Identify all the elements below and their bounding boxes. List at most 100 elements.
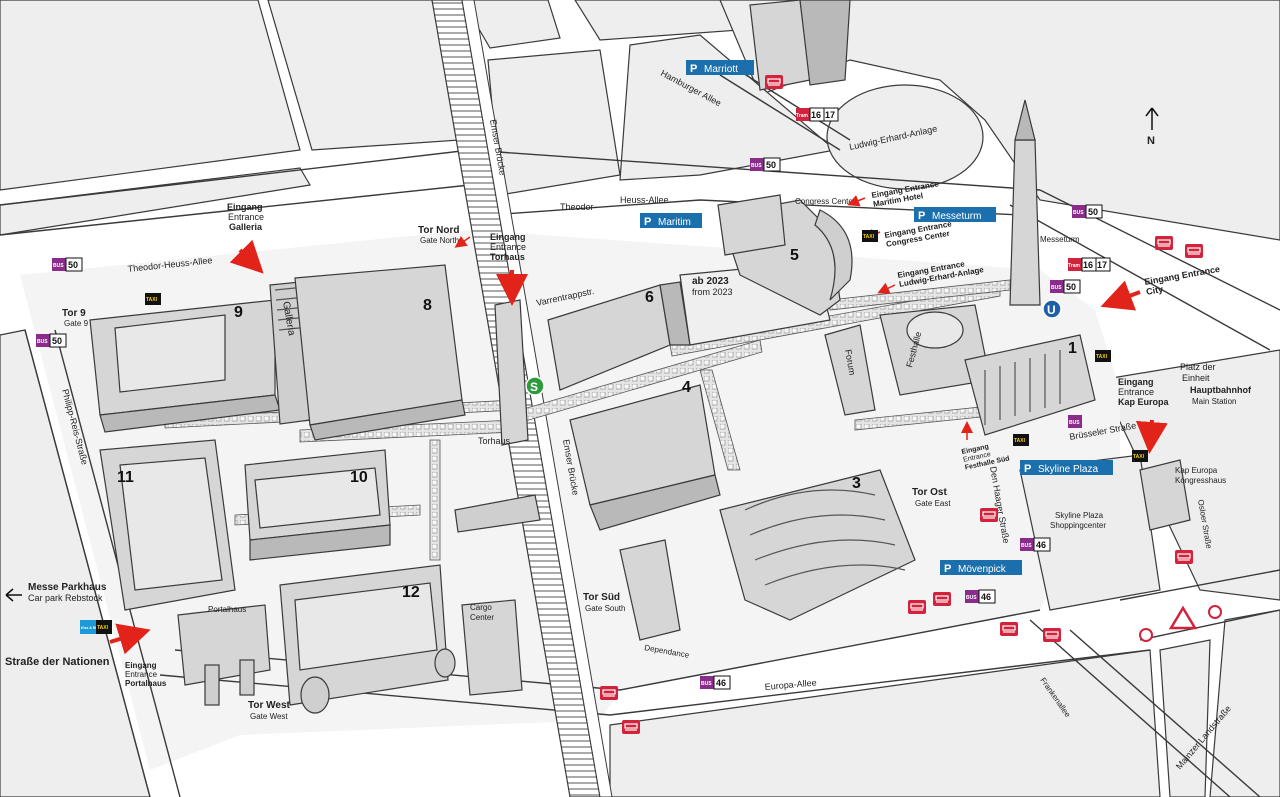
taxi-word: TAXI	[97, 625, 109, 631]
tor-nord-en: Gate North	[420, 236, 459, 245]
skyline-l2: Shoppingcenter	[1050, 521, 1106, 530]
kap-europa-entrance-l1: Eingang	[1118, 377, 1154, 387]
hall-8-number: 8	[423, 297, 432, 314]
hotel-bed-icon	[932, 591, 952, 607]
bus-stop-50[interactable]: BUS 50	[1050, 279, 1081, 294]
u-bahn-icon	[1042, 299, 1062, 319]
s-bahn-station[interactable]: S	[525, 376, 545, 396]
car-park-rebstock[interactable]: Messe Parkhaus Car park Rebstock	[5, 582, 107, 603]
taxi-icon	[145, 293, 161, 305]
bus-word: BUS	[37, 339, 48, 345]
parking-maritim-label: Maritim	[658, 217, 691, 228]
hall6-note-de: ab 2023	[692, 276, 729, 287]
kap-europa-entrance-l3: Kap Europa	[1118, 397, 1170, 407]
bus-stop-50[interactable]: BUS 50	[52, 257, 83, 272]
gates: Tor Nord Gate North Tor 9 Gate 9 Tor Ost…	[62, 225, 951, 721]
bus-word: BUS	[53, 263, 64, 269]
parking-moevenpick[interactable]: P Mövenpick	[940, 560, 1022, 575]
parking-messeturm-label: Messeturm	[932, 211, 981, 222]
bus-stop[interactable]: BUS	[1068, 415, 1082, 428]
parking-p-icon	[640, 213, 702, 228]
bus-line-46: 46	[981, 592, 991, 602]
bus-line-box	[1033, 537, 1051, 552]
bus-stop-46[interactable]: BUS 46	[700, 675, 731, 690]
u-bahn-letter: U	[1047, 303, 1056, 317]
parking-marriott-label: Marriott	[704, 64, 738, 75]
hall-6-number: 6	[645, 289, 654, 306]
cargo-line: Center	[470, 613, 494, 622]
bus-line-box	[763, 157, 781, 172]
bus-icon	[1050, 280, 1064, 293]
taxi-word: TAXI	[1133, 454, 1145, 460]
torhaus-label: Torhaus	[478, 436, 511, 446]
kiss-and-ride-taxi[interactable]: Kiss & Ride TAXI	[80, 620, 112, 634]
tram-word: Tram	[796, 113, 809, 119]
s-bahn-icon	[525, 376, 545, 396]
parking-p: P	[944, 563, 951, 575]
tram-stops: Tram 16 17 Tram 16 17	[796, 107, 1111, 272]
parking-marriott[interactable]: P Marriott	[686, 60, 754, 75]
bus-stop-46[interactable]: BUS 46	[1020, 537, 1051, 552]
u-bahn-station[interactable]: U	[1042, 299, 1062, 319]
city-entrance-l2: City	[1145, 284, 1163, 297]
taxi-icon	[1013, 434, 1029, 446]
taxi-stand[interactable]: TAXI	[145, 293, 161, 305]
tram-stop-16-17[interactable]: Tram 16 17	[796, 107, 839, 122]
parking-p-icon	[914, 207, 996, 222]
taxi-icon	[862, 230, 878, 242]
main-station-label: Main Station	[1192, 397, 1236, 406]
hall-9-number: 9	[234, 304, 243, 321]
tram-line-box	[823, 107, 839, 122]
portalhaus-entrance-l1: Eingang	[125, 661, 157, 670]
parking-skyline[interactable]: P Skyline Plaza	[1020, 460, 1113, 475]
galleria-entrance-label: Eingang Entrance Galleria	[227, 202, 267, 232]
tor-ost-de: Tor Ost	[912, 487, 947, 498]
bus-line-50: 50	[52, 336, 62, 346]
torhaus-entrance-l2: Entrance	[490, 242, 526, 252]
hotel-bed-icon	[1174, 549, 1194, 565]
tor-west-en: Gate West	[250, 712, 288, 721]
hotel-bed-icon	[764, 74, 784, 90]
car-park-l2: Car park Rebstock	[28, 593, 103, 603]
kiss-ride-word: Kiss & Ride	[81, 626, 101, 630]
bus-word: BUS	[751, 163, 762, 169]
tram-word: Tram	[1068, 263, 1081, 269]
kap-europa-entrance-l2: Entrance	[1118, 387, 1154, 397]
hauptbahnhof-label: Hauptbahnhof	[1190, 385, 1252, 395]
taxi-icon	[1095, 350, 1111, 362]
bus-stop-50[interactable]: BUS 50	[1072, 204, 1103, 219]
bus-stop-50[interactable]: BUS 50	[750, 157, 781, 172]
portalhaus-entrance-l3: Portalhaus	[125, 679, 167, 688]
bus-stop-46[interactable]: BUS 46	[965, 589, 996, 604]
bus-icon	[52, 258, 66, 271]
tram-line-17: 17	[825, 110, 835, 120]
taxi-stand[interactable]: TAXI	[1132, 450, 1148, 462]
parking-messeturm[interactable]: P Messeturm	[914, 207, 996, 222]
bus-word: BUS	[1073, 210, 1084, 216]
tor-west-de: Tor West	[248, 700, 291, 711]
s-bahn-letter: S	[530, 380, 538, 394]
kap-europa-entrance-arrow	[1135, 419, 1168, 454]
parking-p: P	[690, 63, 697, 75]
hall-1-number: 1	[1068, 340, 1077, 357]
parking-p-icon	[940, 560, 1022, 575]
theodor-heuss-allee-n2: Heuss-Allee	[620, 195, 669, 205]
galleria-entrance-arrow	[229, 239, 264, 274]
tram-stop-16-17[interactable]: Tram 16 17	[1068, 257, 1111, 272]
parking-maritim[interactable]: P Maritim	[640, 213, 702, 228]
tram-icon	[1068, 258, 1082, 271]
entrance-arrows	[109, 239, 1168, 655]
bus-line-box	[713, 675, 731, 690]
hall6-note-en: from 2023	[692, 287, 733, 297]
hall-10-number: 10	[350, 469, 368, 486]
hotel-bed-icon	[1184, 243, 1204, 259]
bus-stop-50[interactable]: BUS 50	[36, 333, 67, 348]
hall-12-number: 12	[402, 584, 420, 601]
taxi-stand[interactable]: TAXI	[862, 230, 878, 242]
taxi-stand[interactable]: TAXI	[1095, 350, 1111, 362]
taxi-stand[interactable]: TAXI	[1013, 434, 1029, 446]
bus-line-box	[49, 333, 67, 348]
